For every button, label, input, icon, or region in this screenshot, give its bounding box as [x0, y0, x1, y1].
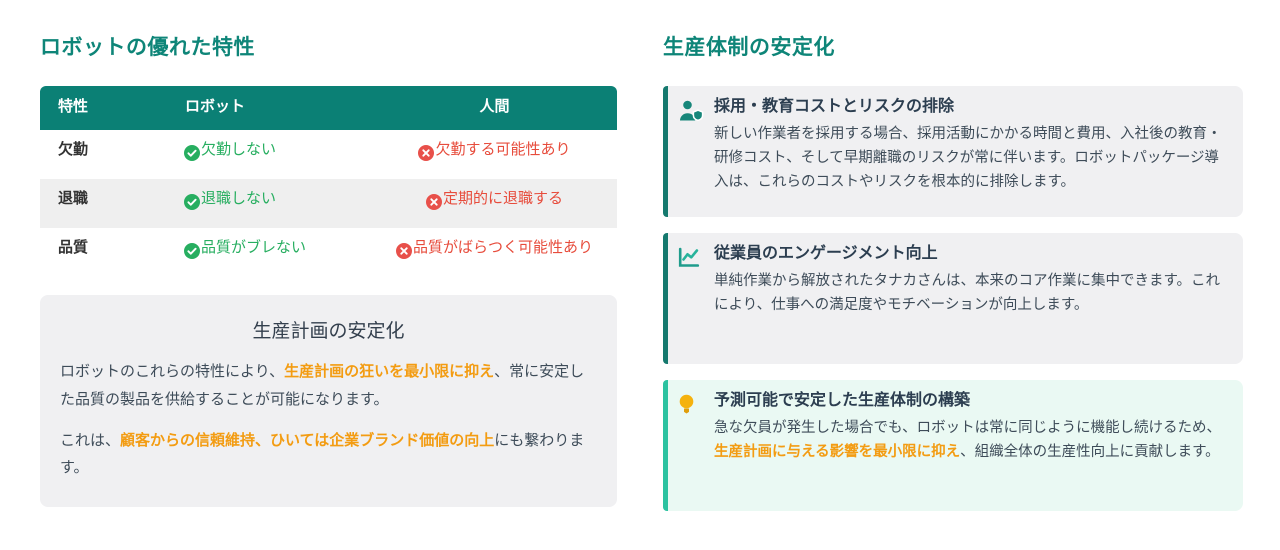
robot-cell: 欠勤しない — [170, 138, 382, 179]
card-body: 単純作業から解放されたタナカさんは、本来のコア作業に集中できます。これにより、仕… — [714, 269, 1227, 317]
text-segment: これは、 — [60, 431, 121, 449]
text-segment: 、常に安定した品質の製品を供給することが可能になります。 — [60, 363, 585, 408]
robot-value: 欠勤しない — [201, 141, 277, 158]
human-value: 欠勤する可能性あり — [435, 141, 571, 158]
lightbulb-icon — [678, 394, 704, 505]
summary-title: 生産計画の安定化 — [252, 321, 405, 342]
highlight-text: 生産計画の狂いを最小限に抑え — [284, 363, 495, 380]
feature-comparison-table: 特性 ロボット 人間 欠勤 欠勤しない 欠勤する可能性あり 退職 退職しない 定… — [40, 86, 617, 277]
text-segment: 、組織全体の生産性向上に貢献します。 — [960, 443, 1220, 460]
table-row: 品質 品質がブレない 品質がばらつく可能性あり — [40, 228, 617, 277]
left-section-title: ロボットの優れた特性 — [40, 36, 255, 59]
card-content: 予測可能で安定した生産体制の構築 急な欠員が発生した場合でも、ロボットは常に同じ… — [714, 391, 1227, 505]
human-value: 定期的に退職する — [442, 190, 563, 207]
card-content: 従業員のエンゲージメント向上 単純作業から解放されたタナカさんは、本来のコア作業… — [714, 244, 1227, 358]
text-segment: にも繋わります。 — [60, 431, 585, 477]
human-cell: 定期的に退職する — [382, 187, 617, 228]
card-title: 採用・教育コストとリスクの排除 — [714, 98, 955, 115]
human-value: 品質がばらつく可能性あり — [412, 239, 593, 256]
summary-paragraph: これは、顧客からの信頼維持、ひいては企業ブランド価値の向上にも繋わります。 — [60, 427, 597, 483]
human-cell: 欠勤する可能性あり — [382, 138, 617, 179]
text-segment: ロボットのこれらの特性により、 — [60, 363, 285, 380]
row-label: 品質 — [58, 239, 89, 256]
text-segment: 新しい作業者を採用する場合、採用活動にかかる時間と費用、入社後の教育・研修コスト… — [714, 125, 1222, 190]
robot-value: 退職しない — [201, 190, 277, 207]
right-section-title: 生産体制の安定化 — [663, 36, 835, 59]
header-feature: 特性 — [58, 98, 89, 115]
robot-cell: 退職しない — [170, 187, 382, 228]
table-row: 退職 退職しない 定期的に退職する — [40, 179, 617, 228]
row-label: 退職 — [58, 190, 89, 207]
card-body: 急な欠員が発生した場合でも、ロボットは常に同じように機能し続けるため、生産計画に… — [714, 416, 1227, 464]
check-circle-icon — [184, 194, 200, 210]
left-panel: ロボットの優れた特性 特性 ロボット 人間 欠勤 欠勤しない 欠勤する可能性あり… — [40, 36, 617, 507]
chart-line-icon — [678, 247, 704, 358]
robot-value: 品質がブレない — [201, 239, 307, 256]
header-human: 人間 — [479, 98, 510, 115]
x-circle-icon — [425, 194, 442, 210]
text-segment: 急な欠員が発生した場合でも、ロボットは常に同じように機能し続けるため、 — [714, 419, 1222, 436]
right-panel: 生産体制の安定化 採用・教育コストとリスクの排除 新しい作業者を採用する場合、採… — [663, 36, 1243, 527]
header-robot: ロボット — [185, 98, 246, 115]
text-segment: 単純作業から解放されたタナカさんは、本来のコア作業に集中できます。これにより、仕… — [714, 272, 1221, 313]
human-cell: 品質がばらつく可能性あり — [382, 236, 617, 277]
x-circle-icon — [418, 145, 435, 161]
table-row: 欠勤 欠勤しない 欠勤する可能性あり — [40, 130, 617, 179]
card-title: 予測可能で安定した生産体制の構築 — [714, 392, 971, 409]
highlight-text: 顧客からの信頼維持、ひいては企業ブランド価値の向上 — [120, 431, 495, 449]
row-label: 欠勤 — [58, 141, 89, 158]
check-circle-icon — [184, 145, 200, 161]
check-circle-icon — [184, 243, 200, 259]
card-body: 新しい作業者を採用する場合、採用活動にかかる時間と費用、入社後の教育・研修コスト… — [714, 122, 1227, 194]
summary-box: 生産計画の安定化 ロボットのこれらの特性により、生産計画の狂いを最小限に抑え、常… — [40, 295, 617, 507]
benefit-card-stable-production: 予測可能で安定した生産体制の構築 急な欠員が発生した場合でも、ロボットは常に同じ… — [663, 380, 1243, 511]
highlight-text: 生産計画に与える影響を最小限に抑え — [714, 443, 961, 460]
x-circle-icon — [395, 243, 412, 259]
card-content: 採用・教育コストとリスクの排除 新しい作業者を採用する場合、採用活動にかかる時間… — [714, 97, 1227, 211]
card-title: 従業員のエンゲージメント向上 — [714, 245, 938, 262]
summary-paragraph: ロボットのこれらの特性により、生産計画の狂いを最小限に抑え、常に安定した品質の製… — [60, 358, 597, 414]
benefit-card-recruiting-cost: 採用・教育コストとリスクの排除 新しい作業者を採用する場合、採用活動にかかる時間… — [663, 86, 1243, 217]
benefit-card-engagement: 従業員のエンゲージメント向上 単純作業から解放されたタナカさんは、本来のコア作業… — [663, 233, 1243, 364]
user-shield-icon — [678, 100, 704, 211]
table-header-row: 特性 ロボット 人間 — [40, 86, 617, 130]
robot-cell: 品質がブレない — [170, 236, 382, 277]
